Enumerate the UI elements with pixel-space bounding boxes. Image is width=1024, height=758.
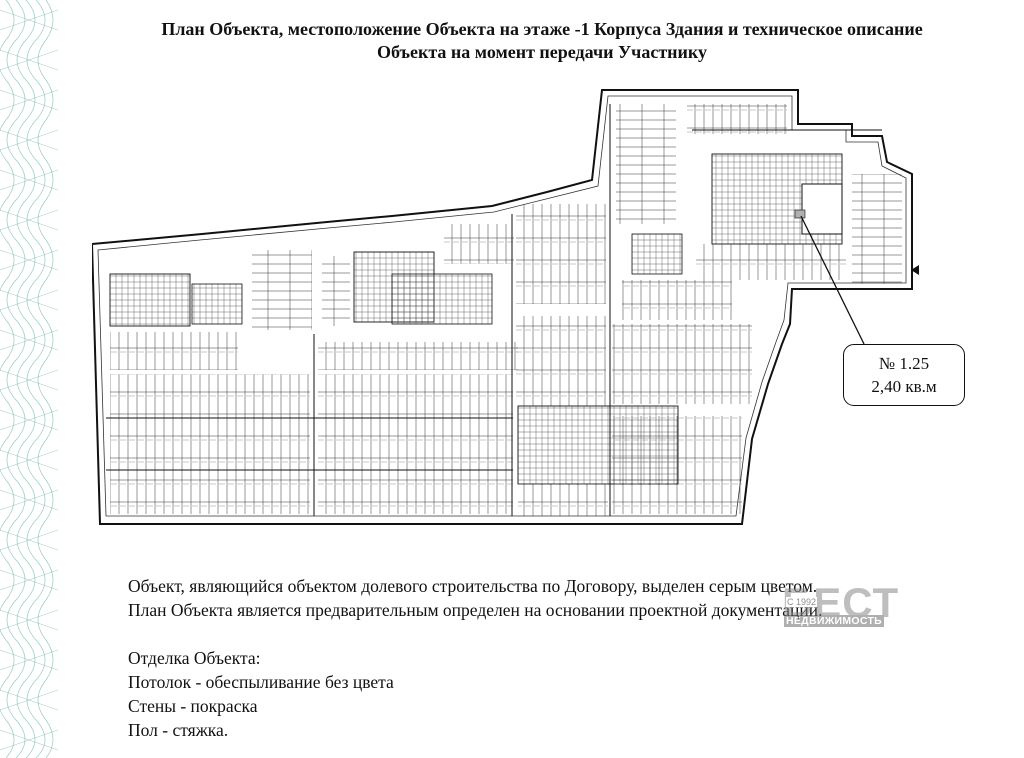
finish-floor: Пол - стяжка. [128, 720, 229, 740]
floor-plan [92, 89, 919, 525]
description-text: Объект, являющийся объектом долевого стр… [128, 574, 822, 742]
unit-callout: № 1.25 2,40 кв.м [843, 344, 965, 406]
watermark-year: С 1992 [786, 597, 818, 607]
title-line-2: Объекта на момент передачи Участнику [376, 42, 708, 62]
callout-leader [800, 215, 865, 345]
watermark-logo: БЕСТ С 1992 НЕДВИЖИМОСТЬ [782, 579, 898, 629]
description-line-1: Объект, являющийся объектом долевого стр… [128, 576, 818, 596]
highlighted-unit [794, 209, 806, 219]
decorative-border [0, 0, 58, 758]
unit-number: № 1.25 [878, 354, 930, 373]
unit-area: 2,40 кв.м [871, 377, 937, 396]
description-line-2: План Объекта является предварительным оп… [128, 600, 823, 620]
document-title: План Объекта, местоположение Объекта на … [60, 18, 1024, 64]
title-line-1: План Объекта, местоположение Объекта на … [161, 19, 923, 39]
watermark-subtitle: НЕДВИЖИМОСТЬ [784, 615, 885, 627]
entrance-arrow [911, 265, 919, 275]
finish-ceiling: Потолок - обеспыливание без цвета [128, 672, 394, 692]
finish-heading: Отделка Объекта: [128, 648, 261, 668]
finish-walls: Стены - покраска [128, 696, 258, 716]
